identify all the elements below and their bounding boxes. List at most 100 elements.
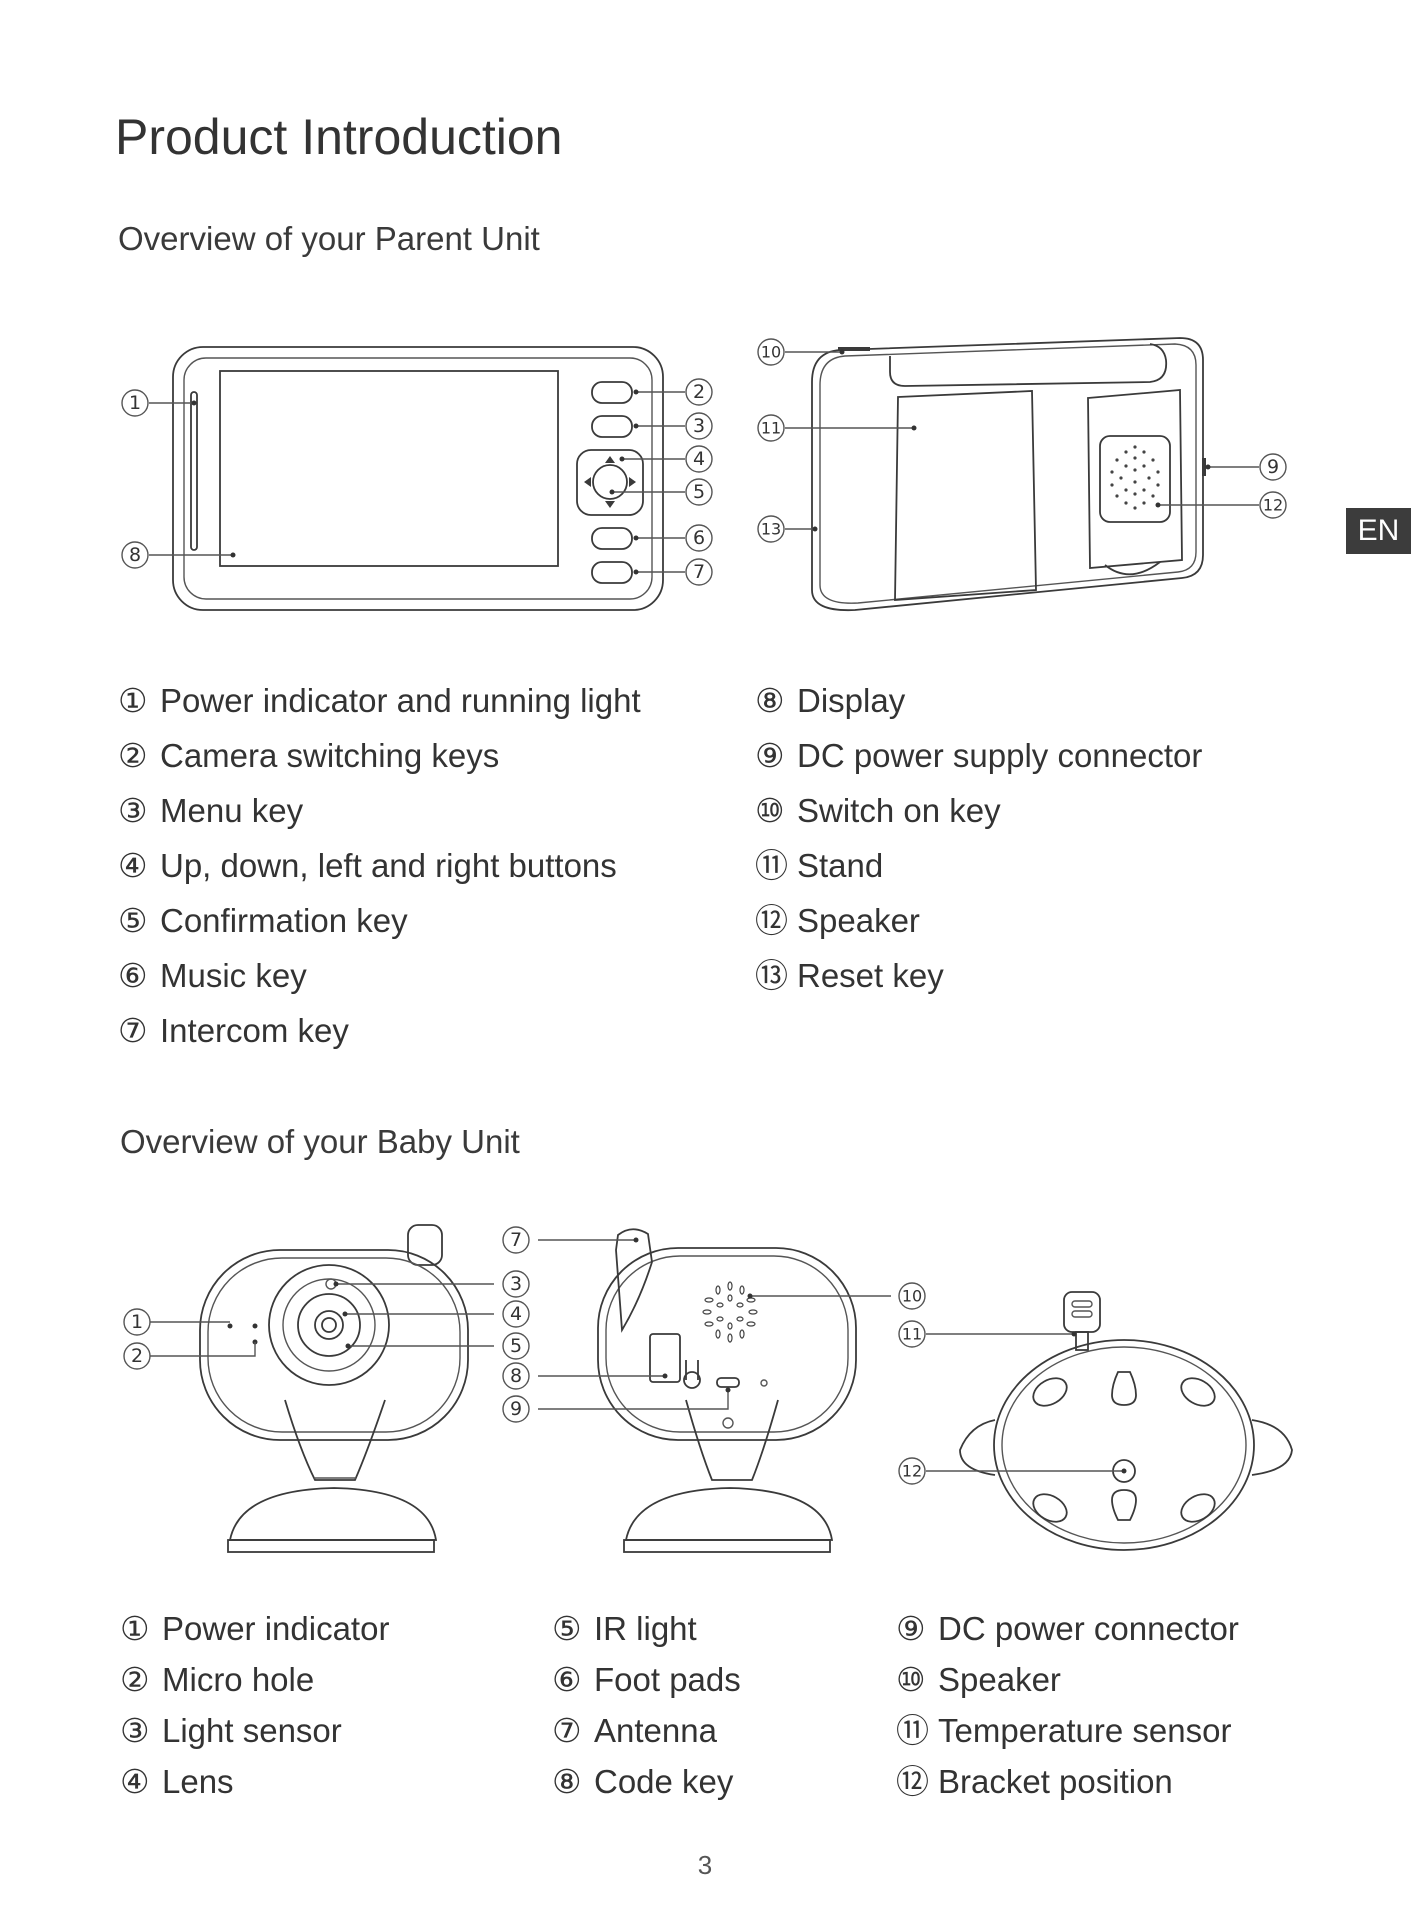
page-number: 3 (697, 1850, 713, 1880)
svg-text:4: 4 (510, 1303, 522, 1325)
parent-callout-2: 2 (685, 378, 713, 406)
parent-unit-diagram: 1 8 2 3 4 5 6 7 1 (121, 337, 1287, 612)
svg-text:10: 10 (761, 343, 781, 362)
parent-callout-8: 8 (121, 541, 149, 569)
parent-callout-6: 6 (685, 524, 713, 552)
dc-power-port (716, 1377, 740, 1388)
svg-text:6: 6 (693, 527, 705, 549)
baby-callout-8: 8 (502, 1362, 530, 1390)
parent-callout-9: 9 (1259, 453, 1287, 481)
speaker-holes (702, 1281, 758, 1343)
speaker-grille (1099, 435, 1171, 523)
intercom-key[interactable] (591, 561, 633, 584)
stand (894, 390, 1037, 601)
language-tab: EN (1346, 508, 1411, 554)
switch-on-key[interactable] (838, 347, 870, 351)
menu-key[interactable] (591, 415, 633, 438)
svg-text:2: 2 (131, 1345, 143, 1367)
baby-unit-front-view: 1 2 3 4 5 (123, 1224, 530, 1553)
confirm-key[interactable] (592, 464, 628, 500)
svg-text:4: 4 (693, 448, 705, 470)
parent-callout-10: 10 (757, 338, 785, 366)
parent-callout-7: 7 (685, 558, 713, 586)
baby-callout-10: 10 (898, 1282, 926, 1310)
parent-callout-1: 1 (121, 389, 149, 417)
running-light-strip (190, 391, 198, 551)
music-key[interactable] (591, 527, 633, 550)
dpad[interactable] (576, 449, 644, 516)
lens-housing (297, 1293, 361, 1357)
svg-text:3: 3 (510, 1273, 522, 1295)
baby-callout-7: 7 (502, 1226, 530, 1254)
baby-callout-11: 11 (898, 1320, 926, 1348)
parent-unit-heading: Overview of your Parent Unit (118, 220, 540, 257)
svg-text:11: 11 (761, 419, 781, 438)
svg-text:9: 9 (510, 1398, 522, 1420)
svg-text:3: 3 (693, 415, 705, 437)
svg-text:12: 12 (1263, 496, 1283, 515)
svg-text:12: 12 (902, 1462, 922, 1481)
svg-text:5: 5 (693, 481, 705, 503)
antenna (407, 1224, 443, 1266)
baby-unit-heading: Overview of your Baby Unit (120, 1123, 520, 1160)
baby-callout-12: 12 (898, 1457, 926, 1485)
parent-callout-4: 4 (685, 445, 713, 473)
baby-callout-9: 9 (502, 1395, 530, 1423)
svg-text:7: 7 (693, 561, 705, 583)
svg-text:1: 1 (131, 1311, 143, 1333)
display-screen (219, 370, 559, 567)
svg-text:8: 8 (129, 544, 141, 566)
svg-text:7: 7 (510, 1229, 522, 1251)
svg-text:8: 8 (510, 1365, 522, 1387)
lens (321, 1317, 337, 1333)
parent-callout-3: 3 (685, 412, 713, 440)
baby-callout-1: 1 (123, 1308, 151, 1336)
svg-text:10: 10 (902, 1287, 922, 1306)
baby-unit-base-view: 11 12 (898, 1291, 1293, 1551)
stand-handle (889, 343, 1168, 387)
code-key[interactable] (683, 1371, 701, 1389)
svg-text:2: 2 (693, 381, 705, 403)
parent-callout-12: 12 (1259, 491, 1287, 519)
baby-callout-5: 5 (502, 1332, 530, 1360)
camera-switch-key[interactable] (591, 381, 633, 404)
svg-text:11: 11 (902, 1325, 922, 1344)
svg-text:13: 13 (761, 520, 781, 539)
baby-callout-3: 3 (502, 1270, 530, 1298)
svg-text:1: 1 (129, 392, 141, 414)
svg-text:9: 9 (1267, 456, 1279, 478)
parent-unit-front-view: 1 8 2 3 4 5 6 7 (121, 346, 713, 611)
page-title: Product Introduction (115, 109, 563, 165)
baby-unit-rear-view: 7 8 9 10 (502, 1226, 926, 1553)
antenna-rear (615, 1228, 653, 1333)
parent-callout-13: 13 (757, 515, 785, 543)
